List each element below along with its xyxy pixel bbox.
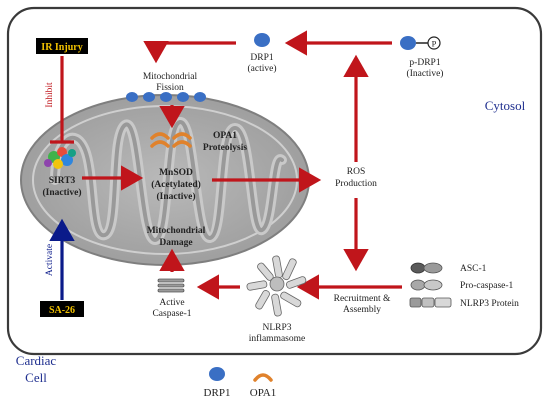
procaspase-label: Pro-caspase-1 [460, 281, 514, 291]
nlrp3-inflammasome-icon [246, 255, 307, 317]
drp1-marker-icon [194, 92, 206, 102]
legend-drp1-icon [209, 367, 225, 381]
sirt3-label: SIRT3 [49, 176, 76, 186]
legend-opa1-icon [253, 373, 273, 382]
opa1-icon [172, 132, 192, 140]
cardiac-cell-label-line2: Cell [25, 370, 47, 385]
nlrp3-protein-label: NLRP3 Protein [460, 299, 519, 309]
ros-label-line1: ROS [347, 167, 365, 177]
mnsod-state: (Inactive) [156, 191, 195, 202]
opa1-proteolysis-line1: OPA1 [213, 131, 237, 141]
mnsod-acetylated: (Acetylated) [151, 179, 201, 190]
active-caspase-icon [157, 278, 185, 293]
sirt3-protein-icon [44, 147, 76, 169]
damage-label-line2: Damage [159, 238, 192, 248]
drp1-marker-icon [160, 92, 172, 102]
recruitment-label-line1: Recruitment & [334, 294, 391, 304]
legend-opa1-label: OPA1 [250, 387, 277, 399]
phosphate-label: P [432, 39, 437, 49]
nlrp3-protein-icon [409, 297, 452, 308]
activate-label: Activate [45, 244, 55, 276]
fission-label-line2: Fission [156, 83, 184, 93]
drp1-active-icon [254, 33, 270, 47]
asc1-icon [410, 262, 443, 274]
drp1-marker-icon [143, 92, 155, 102]
damage-label-line1: Mitochondrial [147, 226, 206, 236]
active-caspase-line1: Active [159, 298, 184, 308]
inhibit-label: Inhibit [45, 82, 55, 108]
cardiac-cell-label-line1: Cardiac [16, 353, 57, 368]
arrow-drp1-to-fission [143, 40, 236, 64]
drp1-marker-icon [126, 92, 138, 102]
cytosol-label: Cytosol [485, 98, 526, 113]
p-drp1-icon [400, 36, 416, 50]
opa1-proteolysis-line2: Proteolysis [203, 143, 247, 153]
phosphate-icon [427, 36, 441, 50]
opa1-icon [150, 140, 170, 148]
ir-injury-box [36, 38, 88, 54]
drp1-active-label: DRP1 [250, 53, 273, 63]
asc1-label: ASC-1 [460, 264, 487, 274]
opa1-icon [172, 140, 192, 148]
opa1-arcs [150, 132, 192, 148]
nlrp3-label-line1: NLRP3 [262, 323, 291, 333]
active-caspase-line2: Caspase-1 [152, 309, 191, 319]
procaspase-icon [410, 279, 443, 291]
p-drp1-state: (Inactive) [407, 68, 444, 79]
sa26-box [40, 301, 84, 317]
drp1-marker-icon [177, 92, 189, 102]
sirt3-state: (Inactive) [42, 187, 81, 198]
p-drp1-label: p-DRP1 [409, 58, 440, 68]
drp1-cluster [126, 92, 206, 102]
recruitment-label-line2: Assembly [343, 305, 381, 315]
nlrp3-label-line2: inflammasome [249, 333, 305, 344]
mnsod-label: MnSOD [159, 168, 193, 178]
ros-label-line2: Production [335, 179, 377, 189]
sa26-label: SA-26 [49, 305, 75, 316]
drp1-active-state: (active) [247, 63, 276, 74]
opa1-icon [150, 132, 170, 140]
legend-drp1-label: DRP1 [204, 387, 231, 399]
pathway-arrows [50, 30, 402, 300]
ir-injury-label: IR Injury [41, 42, 82, 53]
fission-label-line1: Mitochondrial [143, 72, 198, 82]
